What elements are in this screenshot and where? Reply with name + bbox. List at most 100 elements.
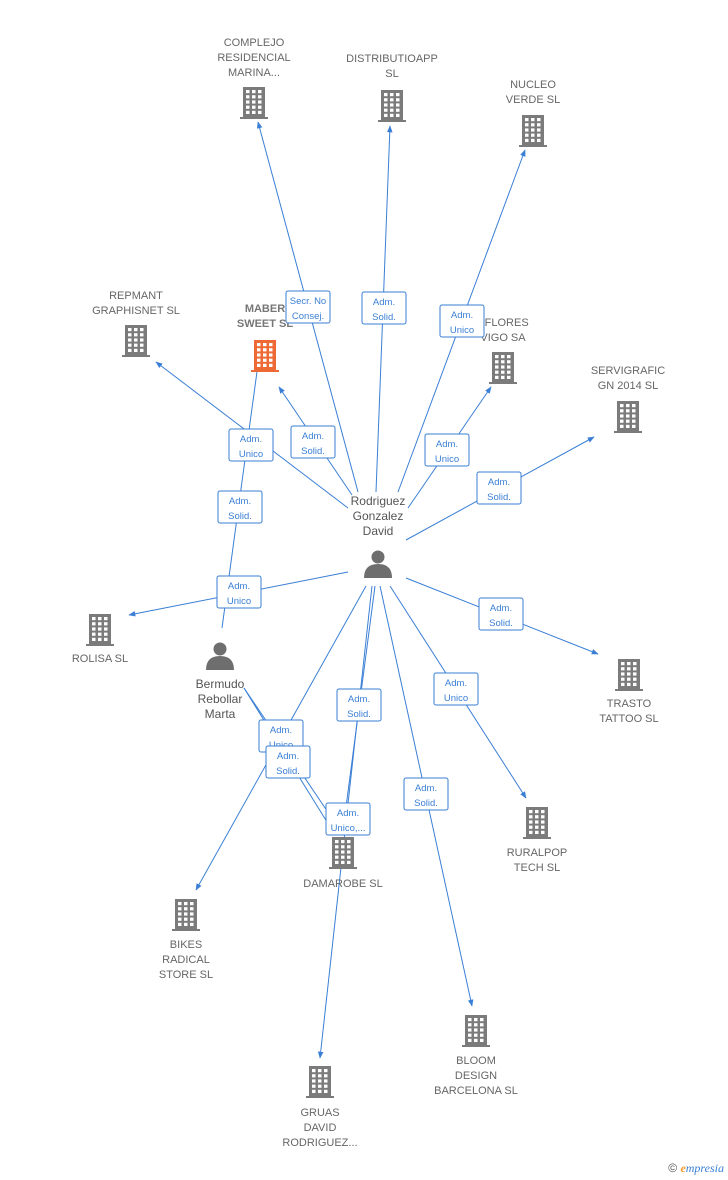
relation-badge[interactable]: Adm.Unico: [439, 304, 485, 338]
relation-badge[interactable]: Adm. Unico: [216, 575, 262, 609]
relation-badge-box: [285, 290, 331, 324]
building-icon: [172, 899, 200, 931]
relation-badge-text: Secr. No: [290, 296, 326, 307]
relation-badge-text: Adm.: [488, 477, 510, 488]
relation-badge-box: [325, 802, 371, 836]
relation-badge[interactable]: Adm.Solid.: [403, 777, 449, 811]
person-icon: [364, 550, 392, 578]
node-label: Marta: [205, 707, 236, 721]
node-maber[interactable]: MABER SWEET SL: [237, 303, 294, 372]
relation-badge-text: Solid.: [372, 312, 396, 323]
node-gruas[interactable]: GRUAS DAVID RODRIGUEZ...: [282, 1066, 358, 1149]
node-label: MARINA...: [228, 67, 280, 79]
building-icon: [523, 807, 551, 839]
relation-badge[interactable]: Adm.Solid.: [217, 490, 263, 524]
building-icon: [86, 614, 114, 646]
relation-badge-text: Solid.: [228, 511, 252, 522]
relation-badge[interactable]: Adm. Solid.: [361, 291, 407, 325]
nodes-layer: COMPLEJORESIDENCIALMARINA...DISTRIBUTIOA…: [72, 37, 665, 1149]
relation-badge-box: [439, 304, 485, 338]
relation-badge-text: Adm.: [277, 751, 299, 762]
relation-badge-text: Unico: [450, 325, 474, 336]
node-label: REPMANT: [109, 290, 163, 302]
footer-copyright[interactable]: © empresia: [668, 1161, 724, 1176]
relation-badge-box: [424, 433, 470, 467]
node-label: Rodriguez: [351, 494, 406, 508]
node-nucleo[interactable]: NUCLEO VERDE SL: [506, 79, 560, 147]
node-label: RODRIGUEZ...: [282, 1137, 357, 1149]
node-label: VERDE SL: [506, 94, 560, 106]
node-label: RESIDENCIAL: [217, 52, 290, 64]
relation-badge-text: Unico: [227, 596, 251, 607]
node-label: DAVID: [304, 1122, 337, 1134]
relation-badge-text: Unico: [444, 693, 468, 704]
node-complejo[interactable]: COMPLEJORESIDENCIALMARINA...: [217, 37, 291, 119]
node-label: GRUAS: [300, 1107, 339, 1119]
relation-badge-text: Adm.: [302, 431, 324, 442]
person-icon: [206, 642, 234, 670]
node-label: DESIGN: [455, 1070, 497, 1082]
relation-badge-text: Adm.: [373, 297, 395, 308]
relation-badge-text: Solid.: [276, 766, 300, 777]
relation-badge[interactable]: Secr. No Consej.: [285, 290, 331, 324]
node-label: DAMAROBE SL: [303, 878, 382, 890]
relation-badge[interactable]: Adm.Solid.: [336, 688, 382, 722]
node-label: Rebollar: [198, 692, 243, 706]
node-servigrafic[interactable]: SERVIGRAFIC GN 2014 SL: [591, 365, 665, 433]
node-damarobe[interactable]: DAMAROBE SL: [303, 837, 383, 890]
node-label: TECH SL: [514, 862, 560, 874]
relation-badge[interactable]: Adm. Solid.: [478, 597, 524, 631]
relation-badge-text: Consej.: [292, 311, 324, 322]
node-label: BARCELONA SL: [434, 1085, 518, 1097]
relation-badge-text: Adm.: [270, 725, 292, 736]
node-label: David: [363, 524, 394, 538]
relation-badge-text: Adm.: [228, 581, 250, 592]
building-icon: [251, 340, 279, 372]
node-label: BIKES: [170, 939, 202, 951]
relation-badge-text: Solid.: [487, 492, 511, 503]
relation-badge[interactable]: Adm. Unico,...: [325, 802, 371, 836]
node-label: RADICAL: [162, 954, 210, 966]
edges-layer: [128, 121, 599, 1059]
node-label: TATTOO SL: [599, 713, 658, 725]
node-label: NUCLEO: [510, 79, 556, 91]
relation-badge-box: [228, 428, 274, 462]
relation-badge[interactable]: Adm.Unico: [228, 428, 274, 462]
node-label: SERVIGRAFIC: [591, 365, 665, 377]
node-label: GN 2014 SL: [598, 380, 659, 392]
building-icon: [122, 325, 150, 357]
relation-badge-text: Adm.: [490, 603, 512, 614]
building-icon: [614, 401, 642, 433]
relation-badge-text: Adm.: [337, 808, 359, 819]
relation-badge[interactable]: Adm. Unico: [433, 672, 479, 706]
relation-badge-box: [217, 490, 263, 524]
building-icon: [240, 87, 268, 119]
relation-badge-text: Solid.: [489, 618, 513, 629]
relation-badge[interactable]: Adm.Solid.: [290, 425, 336, 459]
relation-badge-box: [478, 597, 524, 631]
copyright-symbol: ©: [668, 1161, 678, 1175]
relation-badge[interactable]: Adm.Unico: [424, 433, 470, 467]
node-label: SWEET SL: [237, 318, 294, 330]
relation-badge[interactable]: Adm. Solid.: [265, 745, 311, 779]
building-icon: [519, 115, 547, 147]
node-label: MABER: [245, 303, 285, 315]
relation-badge-text: Adm.: [445, 678, 467, 689]
relation-badge-text: Adm.: [415, 783, 437, 794]
building-icon: [489, 352, 517, 384]
relation-badge-text: Adm.: [436, 439, 458, 450]
node-label: VIGO SA: [480, 332, 526, 344]
relation-badge[interactable]: Adm. Solid.: [476, 471, 522, 505]
relation-badge-text: Unico,...: [331, 823, 366, 834]
node-rolisa[interactable]: ROLISA SL: [72, 614, 128, 665]
empresia-logo[interactable]: empresia: [680, 1161, 724, 1175]
